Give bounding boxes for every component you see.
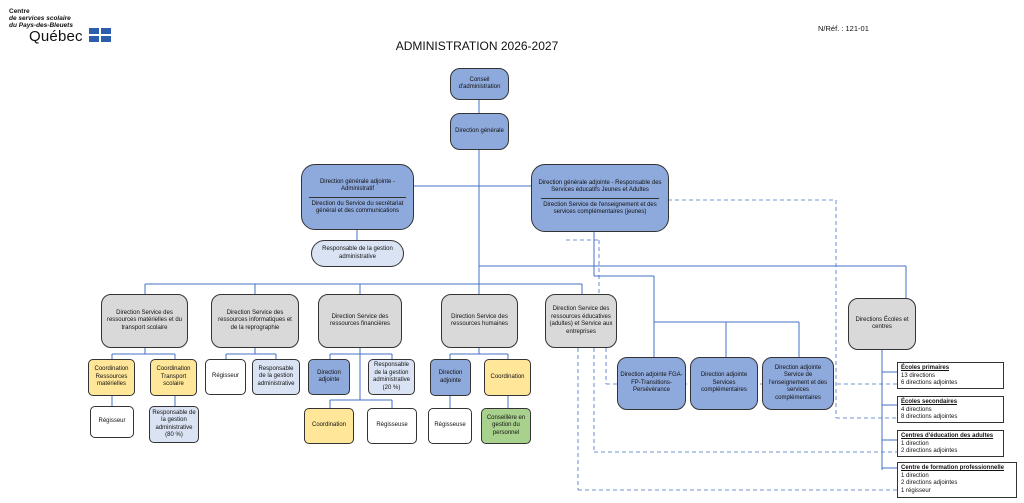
schools-secondary-line-2: 8 directions adjointes [901, 414, 958, 420]
regisseur-ri-box: Régisseur [205, 359, 246, 395]
regisseur-rm-label: Régisseur [98, 418, 126, 425]
dga-services-educatifs-label: Direction générale adjointe - Responsabl… [538, 179, 662, 194]
schools-professional-line-3: 1 régisseur [901, 487, 931, 494]
coordination-rf-box: Coordination [304, 408, 354, 444]
service-ressources-informatiques-label: Direction Service des ressources informa… [218, 309, 292, 331]
schools-secondary-tab: Écoles secondaires 4 directions 8 direct… [897, 396, 1004, 423]
coordination-transport-scolaire-box: Coordination Transport scolaire [150, 359, 197, 396]
divider [540, 197, 660, 199]
page-title: ADMINISTRATION 2026-2027 [395, 39, 559, 53]
schools-primary-line-1: 13 directions [901, 372, 936, 379]
direction-adjointe-enseignement-label: Direction adjointe Service de l'enseigne… [768, 364, 828, 401]
divider [309, 196, 406, 198]
schools-primary-heading: Écoles primaires [901, 365, 950, 371]
conseillere-gestion-personnel-box: Conseillère en gestion du personnel [481, 408, 531, 444]
coordination-ressources-materielles-box: Coordination Ressources matérielles [88, 359, 135, 396]
direction-generale-label: Direction générale [455, 127, 504, 134]
regisseuse-rh-label: Régisseuse [434, 422, 466, 429]
coordination-rh-label: Coordination [490, 373, 525, 380]
direction-adjointe-fga-box: Direction adjointe FGA-FP-Transitions-Pe… [617, 357, 686, 410]
service-ressources-educatives-label: Direction Service des ressources éducati… [549, 306, 613, 335]
responsable-gestion-rm-label: Responsable de la gestion administrative… [152, 409, 196, 439]
responsable-gestion-rf-box: Responsable de la gestion administrative… [368, 359, 415, 395]
reference-number: N/Réf. : 121-01 [818, 24, 869, 33]
schools-adults-line-1: 1 direction [901, 440, 929, 447]
service-ressources-financieres-box: Direction Service des ressources financi… [318, 294, 402, 348]
schools-primary-tab: Écoles primaires 13 directions 6 directi… [897, 362, 1004, 389]
schools-professional-heading: Centre de formation professionnelle [901, 465, 1005, 471]
service-ressources-humaines-label: Direction Service des ressources humaine… [450, 313, 509, 328]
regisseur-rm-box: Régisseur [90, 406, 134, 438]
dga-administratif-box: Direction générale adjointe - Administra… [301, 164, 414, 230]
responsable-gestion-administrative-label: Responsable de la gestion administrative [322, 246, 393, 260]
logo-line-1: Centre [9, 8, 30, 15]
direction-adjointe-services-complementaires-label: Direction adjointe Services complémentai… [700, 372, 748, 394]
responsable-gestion-rm-box: Responsable de la gestion administrative… [149, 406, 199, 443]
logo-line-2: de services scolaire [9, 15, 71, 22]
responsable-gestion-ri-label: Responsable de la gestion administrative [257, 365, 295, 387]
dga-services-educatifs-box: Direction générale adjointe - Responsabl… [531, 164, 669, 232]
secretariat-general-label: Direction du Service du secrétariat géné… [311, 200, 404, 215]
directions-ecoles-centres-label: Directions Écoles et centres [855, 316, 909, 331]
direction-adjointe-enseignement-box: Direction adjointe Service de l'enseigne… [762, 357, 834, 410]
coordination-transport-scolaire-label: Coordination Transport scolaire [156, 366, 191, 388]
schools-primary-line-2: 6 directions adjointes [901, 380, 958, 386]
schools-adults-line-2: 2 directions adjointes [901, 448, 958, 454]
direction-adjointe-rf-label: Direction adjointe [317, 369, 341, 384]
responsable-gestion-rf-label: Responsable de la gestion administrative… [372, 362, 410, 391]
schools-professional-tab: Centre de formation professionnelle 1 di… [897, 462, 1017, 498]
conseillere-gestion-personnel-label: Conseillère en gestion du personnel [486, 414, 526, 436]
direction-adjointe-fga-label: Direction adjointe FGA-FP-Transitions-Pe… [620, 372, 683, 394]
coordination-ressources-materielles-label: Coordination Ressources matérielles [94, 366, 129, 388]
direction-adjointe-rh-label: Direction adjointe [438, 370, 463, 384]
service-ressources-informatiques-box: Direction Service des ressources informa… [211, 294, 299, 348]
quebec-flag-icon [89, 28, 111, 42]
schools-secondary-line-1: 4 directions [901, 406, 932, 413]
responsable-gestion-administrative-box: Responsable de la gestion administrative [311, 240, 404, 267]
service-ressources-humaines-box: Direction Service des ressources humaine… [441, 294, 518, 348]
directions-ecoles-centres-box: Directions Écoles et centres [848, 298, 916, 350]
direction-generale-box: Direction générale [450, 113, 509, 150]
regisseur-ri-label: Régisseur [211, 373, 239, 380]
regisseuse-rf-box: Régisseuse [367, 408, 417, 444]
coordination-rh-box: Coordination [484, 359, 531, 396]
schools-adults-heading: Centres d'éducation des adultes [901, 433, 994, 439]
schools-professional-line-2: 2 directions adjointes [901, 480, 958, 486]
direction-adjointe-rf-box: Direction adjointe [308, 359, 350, 395]
dga-administratif-label: Direction générale adjointe - Administra… [319, 178, 396, 193]
conseil-administration-label: Conseil d'administration [458, 76, 501, 91]
coordination-rf-label: Coordination [311, 422, 347, 429]
service-ressources-materielles-label: Direction Service des ressources matérie… [106, 309, 183, 331]
conseil-administration-box: Conseil d'administration [450, 68, 509, 100]
service-ressources-materielles-box: Direction Service des ressources matérie… [101, 294, 188, 348]
service-enseignement-label: Direction Service de l'enseignement et d… [543, 201, 657, 216]
service-ressources-financieres-label: Direction Service des ressources financi… [329, 313, 391, 328]
schools-secondary-heading: Écoles secondaires [901, 399, 958, 405]
regisseuse-rh-box: Régisseuse [428, 408, 472, 444]
schools-professional-line-1: 1 direction [901, 472, 929, 479]
service-ressources-educatives-box: Direction Service des ressources éducati… [545, 294, 617, 348]
schools-adults-tab: Centres d'éducation des adultes 1 direct… [897, 430, 1004, 457]
logo-line-3: du Pays-des-Bleuets [9, 22, 73, 29]
direction-adjointe-rh-box: Direction adjointe [430, 359, 471, 396]
direction-adjointe-services-complementaires-box: Direction adjointe Services complémentai… [690, 357, 758, 410]
responsable-gestion-ri-box: Responsable de la gestion administrative [252, 359, 300, 395]
regisseuse-rf-label: Régisseuse [376, 422, 408, 429]
